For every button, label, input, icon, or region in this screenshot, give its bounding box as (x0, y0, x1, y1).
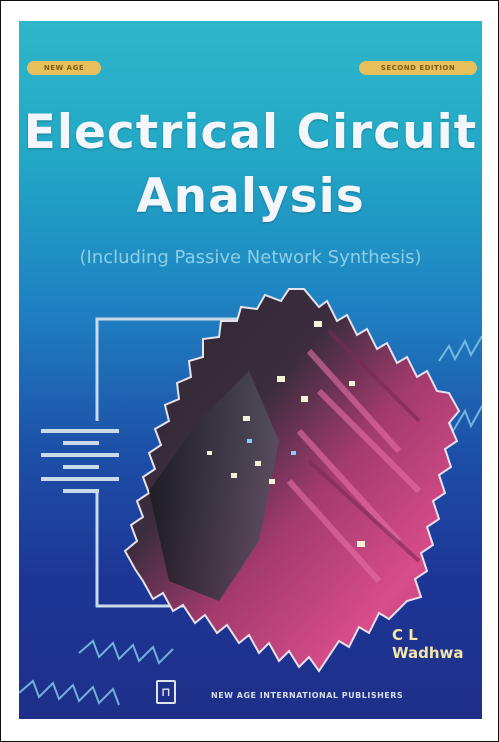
publisher-logo-icon: ⊓ (156, 680, 176, 704)
battery-icon (41, 429, 119, 493)
book-title-line1: Electrical Circuit (23, 105, 478, 160)
cover-artwork (19, 288, 482, 706)
edition-badge: SECOND EDITION (359, 61, 477, 75)
book-title-line2: Analysis (136, 169, 365, 224)
publisher-badge: NEW AGE (27, 61, 101, 75)
author-name: C L Wadhwa (392, 626, 464, 662)
publisher-name: NEW AGE INTERNATIONAL PUBLISHERS (211, 691, 404, 700)
book-cover: NEW AGE SECOND EDITION Electrical Circui… (19, 21, 482, 719)
book-subtitle: (Including Passive Network Synthesis) (79, 247, 422, 268)
diamond-artwork (123, 288, 461, 673)
